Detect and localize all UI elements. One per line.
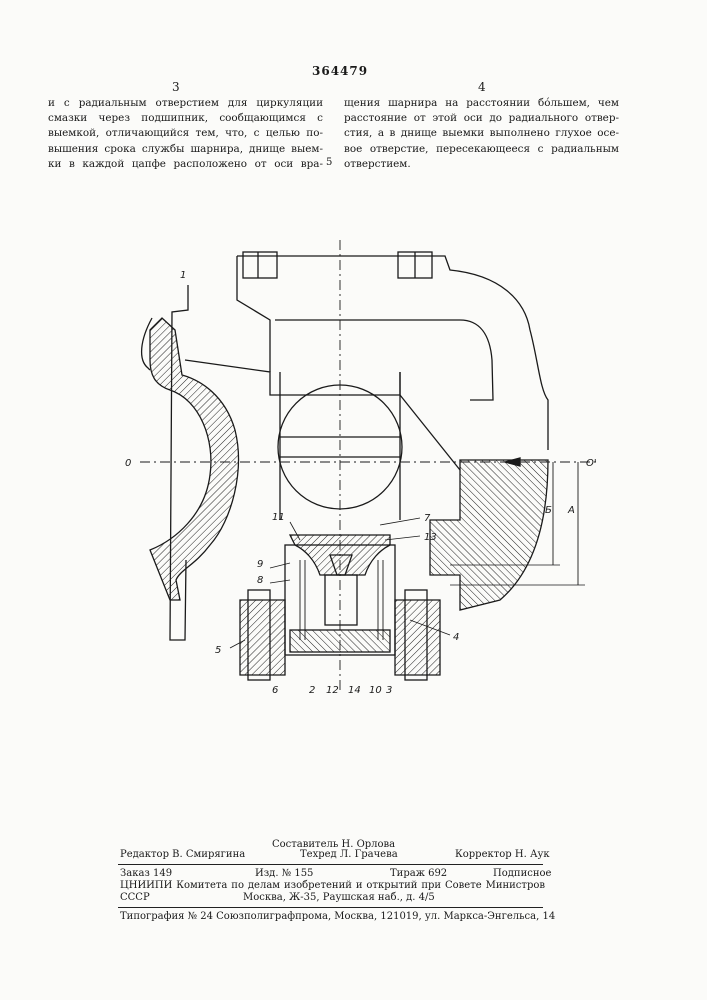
- label-part-14: 14: [348, 685, 361, 696]
- label-axis-o: 0: [125, 458, 131, 469]
- label-dim-a: А: [567, 505, 575, 516]
- footer-edition: Изд. № 155: [255, 868, 313, 880]
- footer-print-run: Тираж 692: [390, 868, 447, 880]
- label-part-12: 12: [326, 685, 339, 696]
- label-part-1: 1: [180, 270, 186, 281]
- label-part-8: 8: [257, 575, 263, 586]
- footer-editor: Редактор В. Смирягина: [120, 849, 245, 861]
- footer-rule-top: [118, 864, 543, 865]
- footer-rule-bottom: [118, 907, 543, 908]
- label-part-4: 4: [453, 632, 459, 643]
- axial-pin: [325, 575, 357, 625]
- label-part-5: 5: [215, 645, 221, 656]
- hub-section: [150, 318, 238, 600]
- footer-address: Москва, Ж-35, Раушская наб., д. 4/5: [243, 892, 435, 904]
- footer-techred: Техред Л. Грачева: [300, 849, 398, 861]
- label-part-13: 13: [424, 532, 437, 543]
- footer-corrector: Корректор Н. Аук: [455, 849, 550, 861]
- flange-left: [240, 600, 285, 675]
- label-part-11: 11: [272, 512, 285, 523]
- footer-order: Заказ 149: [120, 868, 172, 880]
- label-part-7: 7: [424, 513, 431, 524]
- label-part-3: 3: [386, 685, 392, 696]
- label-part-9: 9: [257, 559, 263, 570]
- label-part-10: 10: [369, 685, 382, 696]
- footer-printer: Типография № 24 Союзполиграфпрома, Москв…: [120, 911, 555, 923]
- label-dim-b: Б: [545, 505, 552, 516]
- label-axis-o-prime: O': [586, 458, 597, 469]
- footer-subscription: Подписное: [493, 868, 551, 880]
- yoke-right-section: [430, 460, 548, 610]
- flange-right: [395, 600, 440, 675]
- label-part-6: 6: [272, 685, 278, 696]
- label-part-2: 2: [309, 685, 315, 696]
